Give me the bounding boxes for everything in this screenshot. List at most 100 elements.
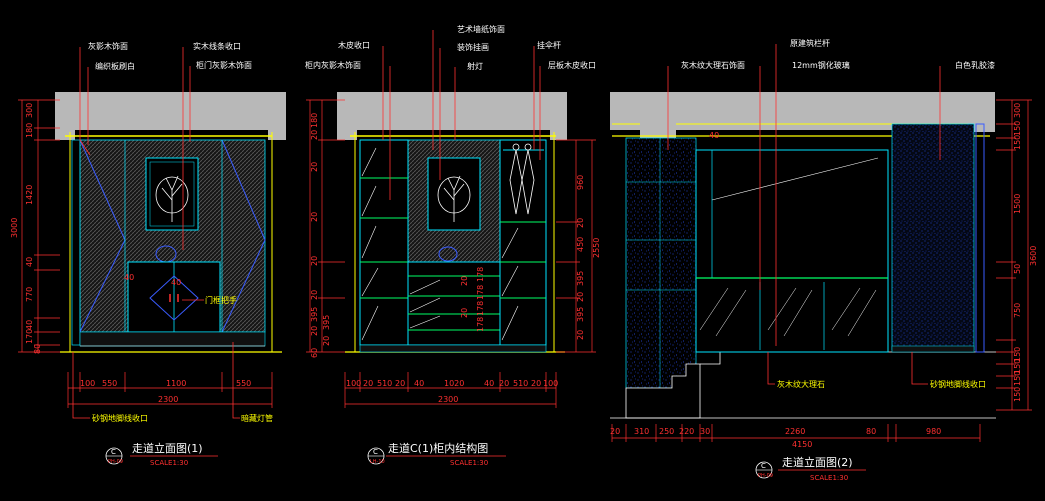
section-letter: C [373,448,378,456]
dim-h: 20 [395,379,405,388]
drawing-title: 走道立面图(1) [132,441,203,455]
dim-v: 50 [1013,264,1022,274]
dim-h: 20 [610,427,620,436]
dim-h: 30 [700,427,710,436]
dim-v: 180 [310,113,319,128]
dim-h: 100 [346,379,361,388]
drawing-1-corridor-elevation: 灰影木饰面 编织板刷白 实木线条收口 柜门灰影木饰面 门框把手 砂钢地脚线收口 … [10,41,286,467]
shelf-perspective [409,279,441,329]
dim-v: 20 [310,256,319,266]
skirting [891,345,975,353]
dim-v: 395 [576,307,585,322]
dim-h: 220 [679,427,694,436]
vertical-dimension-lines [306,99,345,353]
cabinet-diamond [149,275,199,321]
section-ref: PH-09 [108,459,123,465]
drawing-scale: SCALE1:30 [450,459,488,467]
dim-v: 150 [1013,121,1022,136]
dim-total-width: 4150 [792,440,812,449]
inner-dim: 20 [460,276,469,286]
right-shelves [500,221,546,299]
label-skirting-steel: 砂钢地脚线收口 [92,413,148,423]
diagonal-motif [221,139,266,333]
dim-v: 395 [310,307,319,322]
dim-v: 180 [25,123,34,138]
dim-v: 170 [25,329,34,344]
label-door-veneer: 柜门灰影木饰面 [196,60,252,70]
dim-v: 150 [1013,387,1022,402]
label-art-wallpaper: 艺术墙纸饰面 [457,24,505,34]
vertical-dimension-lines [18,99,60,353]
dim-v: 1420 [25,185,34,205]
left-shelves [360,177,408,299]
dim-h: 2260 [785,427,805,436]
wall-block [337,92,357,140]
marble-column [625,137,697,389]
inner-dim: 40 [124,273,134,282]
dim-v: 960 [576,175,585,190]
dim-h: 100 [543,379,558,388]
ceiling-slab [337,92,567,130]
leader-lines [72,47,240,419]
vertical-dimension-texts: 300 180 1420 40 770 40 170 80 3000 [10,103,42,354]
glass-reflections [699,287,877,337]
dim-total-width: 2300 [158,395,178,404]
drawing-scale: SCALE1:30 [150,459,188,467]
dim-h: 20 [363,379,373,388]
dim-v: 150 [1013,347,1022,362]
wall-edge [975,123,985,353]
label-shelf-trim: 层板木皮收口 [548,60,596,70]
dim-v: 20 [576,292,585,302]
drawing-scale: SCALE1:30 [810,474,848,482]
dim-v: 20 [310,130,319,140]
dim-v: 20 [310,212,319,222]
painted-wall [891,123,975,351]
label-spotlight: 射灯 [467,61,483,71]
dim-v: 770 [25,287,34,302]
label-woven-board: 编织板刷白 [95,61,135,71]
drawing-title: 走道立面图(2) [782,455,853,469]
section-letter: C [761,462,766,470]
dim-v: 300 [25,103,34,118]
label-door-handle: 门框把手 [205,295,237,305]
tree-sketch [437,175,471,222]
leader-lines [667,44,941,385]
vase [438,246,458,262]
tree-sketch [155,175,189,222]
left-cabinet [359,139,409,346]
dim-v: 750 [1013,303,1022,318]
side-trim [71,139,81,346]
drawing-2-cabinet-structure: 艺术墙纸饰面 装饰挂画 射灯 挂伞杆 层板木皮收口 木皮收口 柜内灰影木饰面 2… [305,24,601,467]
dim-v: 20 [310,290,319,300]
dim-h: 1020 [444,379,464,388]
label-skirting-steel: 砂钢地脚线收口 [930,379,986,389]
marble-joints [626,138,696,388]
dim-h: 510 [377,379,392,388]
section-ref: LH-10 [370,459,385,465]
dim-h: 20 [499,379,509,388]
right-cabinet [499,139,547,346]
inner-dim: 178 [476,301,485,316]
dim-v: 40 [25,257,34,267]
label-original-railing: 原建筑栏杆 [790,38,830,48]
middle-cabinet [407,261,501,346]
wall-block [550,92,567,140]
dim-v: 300 [1013,103,1022,118]
dim-v: 40 [25,320,34,330]
dim-total-height: 3000 [10,218,19,238]
dim-v: 150 [1013,135,1022,150]
dim-h: 510 [513,379,528,388]
vertical-dimension-texts-right: 960 20 450 395 20 395 20 2550 [576,175,601,340]
label-tempered-glass: 12mm钢化玻璃 [792,60,850,70]
dim-v: 20 [576,330,585,340]
dim-v: 20 [310,162,319,172]
dim-v: 150 [1013,371,1022,386]
glass-panels [759,282,825,350]
inner-dim: 40 [171,278,181,287]
vertical-dimension-lines [996,99,1032,411]
label-gray-wood-veneer: 灰影木饰面 [88,41,128,51]
dim-h: 40 [414,379,424,388]
inner-dim: 20 [460,308,469,318]
